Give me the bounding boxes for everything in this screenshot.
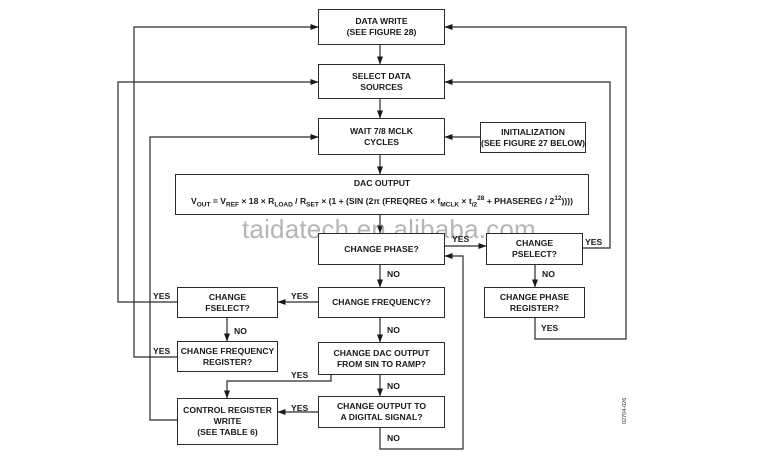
node-fselect-line1: CHANGE <box>208 291 247 302</box>
node-change-phase-register: CHANGE PHASE REGISTER? <box>484 287 585 318</box>
node-pselect-line2: PSELECT? <box>512 249 557 259</box>
dac-output-formula: VOUT = VREF × 18 × RLOAD / RSET × (1 + (… <box>191 195 573 209</box>
node-change-frequency-label: CHANGE FREQUENCY? <box>332 297 431 307</box>
arrow-digital-no-loop <box>379 253 464 450</box>
node-control-register-write: CONTROL REGISTER WRITE (SEE TABLE 6) <box>177 398 278 445</box>
node-change-dac-output: CHANGE DAC OUTPUT FROM SIN TO RAMP? <box>318 342 445 375</box>
label-digital-yes: YES <box>291 403 309 413</box>
node-change-pselect: CHANGE PSELECT? <box>486 233 583 265</box>
label-fselect-no: NO <box>234 326 247 336</box>
node-fselect-line2: FSELECT? <box>205 302 250 313</box>
node-data-write-line1: DATA WRITE <box>355 16 408 26</box>
node-select-line1: SELECT DATA <box>352 70 411 81</box>
node-change-frequency: CHANGE FREQUENCY? <box>318 287 445 318</box>
node-dac-output: DAC OUTPUT VOUT = VREF × 18 × RLOAD / RS… <box>175 174 589 215</box>
label-pselect-yes: YES <box>585 237 603 247</box>
node-init-line2: (SEE FIGURE 27 BELOW) <box>480 137 586 148</box>
node-change-phase-label: CHANGE PHASE? <box>344 243 419 254</box>
arrow-phasereg-yes-loop <box>444 24 627 340</box>
node-pselect-line1: CHANGE <box>515 238 554 248</box>
label-phase-no: NO <box>387 269 400 279</box>
node-change-phase: CHANGE PHASE? <box>318 233 445 265</box>
label-phasereg-yes: YES <box>541 323 559 333</box>
node-freqreg-line1: CHANGE FREQUENCY <box>180 345 275 356</box>
node-change-output-digital: CHANGE OUTPUT TO A DIGITAL SIGNAL? <box>318 396 445 428</box>
label-pselect-no: NO <box>542 269 555 279</box>
label-dacout-no: NO <box>387 381 400 391</box>
node-select-line2: SOURCES <box>360 81 403 92</box>
node-wait-line1: WAIT 7/8 MCLK <box>349 125 414 136</box>
arrow-ctrl-loop <box>149 134 319 421</box>
arrow-pselect-yes-loop <box>444 79 611 249</box>
label-digital-no: NO <box>387 433 400 443</box>
node-select-data-sources: SELECT DATA SOURCES <box>318 64 445 99</box>
label-fselect-yes: YES <box>153 291 171 301</box>
node-wait-line2: CYCLES <box>364 136 399 147</box>
node-digital-line2: A DIGITAL SIGNAL? <box>340 412 423 422</box>
label-freq-yes: YES <box>291 291 309 301</box>
node-wait-mclk: WAIT 7/8 MCLK CYCLES <box>318 118 445 155</box>
label-phase-yes: YES <box>452 234 470 244</box>
label-dacout-yes: YES <box>291 370 309 380</box>
node-digital-line1: CHANGE OUTPUT TO <box>336 401 427 411</box>
arrow-fselect-yes-loop <box>117 79 319 303</box>
node-ctrl-line3: (SEE TABLE 6) <box>197 427 258 437</box>
label-freqreg-yes: YES <box>153 346 171 356</box>
node-init-line1: INITIALIZATION <box>501 126 565 137</box>
node-change-frequency-register: CHANGE FREQUENCY REGISTER? <box>177 341 278 372</box>
node-dacout-line1: CHANGE DAC OUTPUT <box>333 347 430 358</box>
node-phasereg-line1: CHANGE PHASE <box>499 291 570 302</box>
node-change-fselect: CHANGE FSELECT? <box>177 287 278 318</box>
node-data-write-line2: (SEE FIGURE 28) <box>346 27 417 37</box>
label-freq-no: NO <box>387 325 400 335</box>
node-dac-title: DAC OUTPUT <box>353 178 411 189</box>
node-ctrl-line2: WRITE <box>213 416 242 426</box>
figure-code: 02704-026 <box>622 397 628 424</box>
node-freqreg-line2: REGISTER? <box>202 356 253 367</box>
node-ctrl-line1: CONTROL REGISTER <box>183 405 272 415</box>
arrow-dacout-yes-to-ctrl <box>224 375 332 399</box>
arrow-freqreg-yes-loop <box>133 24 319 358</box>
node-dacout-line2: FROM SIN TO RAMP? <box>336 358 427 369</box>
node-phasereg-line2: REGISTER? <box>509 302 560 313</box>
node-data-write: DATA WRITE (SEE FIGURE 28) <box>318 9 445 45</box>
node-initialization: INITIALIZATION (SEE FIGURE 27 BELOW) <box>480 122 586 153</box>
